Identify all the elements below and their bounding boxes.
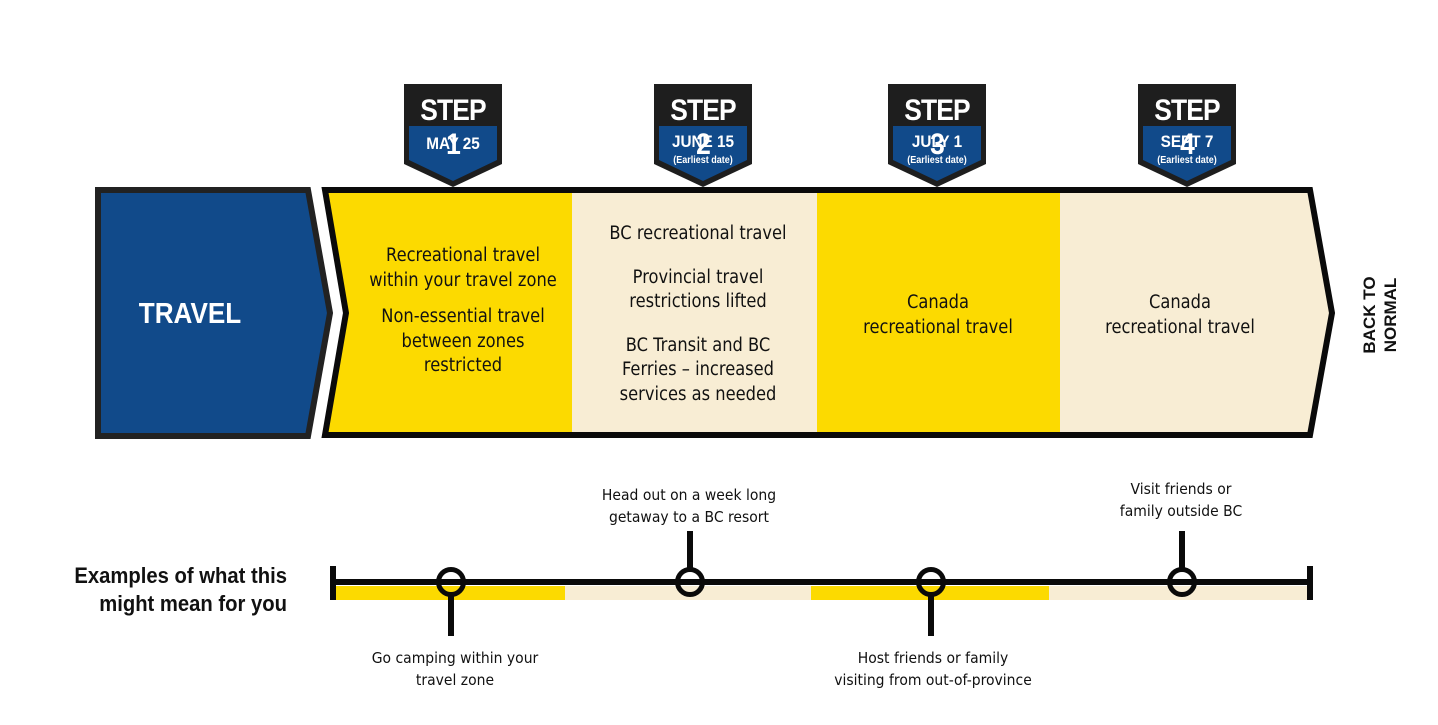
back-to-normal-line-1: BACK TO bbox=[1360, 276, 1379, 354]
step-1-date: MAY 25 bbox=[426, 134, 480, 153]
example-4-line-2: family outside BC bbox=[1119, 502, 1243, 520]
example-2-line-1: Head out on a week long bbox=[601, 486, 777, 504]
category-label: TRAVEL bbox=[138, 298, 242, 330]
step-3-badge-shape bbox=[888, 84, 986, 187]
phase-4-line-1: Canada recreational travel bbox=[1105, 292, 1255, 338]
example-3-line-2: visiting from out-of-province bbox=[834, 671, 1032, 689]
step-4-badge-shape bbox=[1138, 84, 1236, 187]
step-2-date: JUNE 15 bbox=[671, 132, 735, 151]
phase-4-text: Canada recreational travel bbox=[1092, 291, 1268, 350]
phase-4-band bbox=[1060, 190, 1332, 435]
phase-band-outline bbox=[321, 187, 1336, 438]
step-2-badge: STEP 2 JUNE 15 (Earliest date) bbox=[655, 84, 751, 188]
back-to-normal-line-2: NORMAL bbox=[1381, 277, 1400, 353]
phase-3-band bbox=[817, 190, 1060, 435]
examples-title-line-2: might mean for you bbox=[99, 591, 287, 616]
phase-1-text: Recreational travel within your travel z… bbox=[362, 244, 564, 389]
phase-1-line-2: Non-essential travel between zones restr… bbox=[381, 306, 545, 376]
step-1-badge: STEP 1 MAY 25 bbox=[405, 84, 501, 188]
phase-2-line-3: BC Transit and BC Ferries – increased se… bbox=[619, 334, 777, 405]
example-3-marker bbox=[916, 567, 946, 597]
step-4-date: SEPT 7 bbox=[1160, 132, 1214, 151]
example-1-line-1: Go camping within your bbox=[371, 649, 539, 667]
example-2-line-2: getaway to a BC resort bbox=[608, 508, 770, 526]
travel-category-arrow bbox=[95, 187, 334, 439]
step-2-title: STEP 2 bbox=[670, 94, 736, 161]
example-1-marker bbox=[436, 567, 466, 597]
step-4-note: (Earliest date) bbox=[1157, 155, 1217, 166]
step-3-date: JULY 1 bbox=[911, 132, 963, 151]
example-1-line-2: travel zone bbox=[415, 671, 495, 689]
step-3-title: STEP 3 bbox=[904, 94, 970, 161]
phase-2-band bbox=[572, 190, 817, 435]
step-3-note: (Earliest date) bbox=[907, 155, 967, 166]
example-1-text: Go camping within your travel zone bbox=[320, 647, 590, 691]
step-4-badge: STEP 4 SEPT 7 (Earliest date) bbox=[1139, 84, 1235, 188]
example-4-marker bbox=[1167, 567, 1197, 597]
step-1-title: STEP 1 bbox=[420, 94, 486, 161]
step-3-badge: STEP 3 JULY 1 (Earliest date) bbox=[889, 84, 985, 188]
phase-3-text: Canada recreational travel bbox=[850, 291, 1026, 350]
phase-2-text: BC recreational travel Provincial travel… bbox=[594, 222, 802, 417]
examples-title: Examples of what this might mean for you bbox=[41, 562, 287, 618]
phase-2-line-1: BC recreational travel bbox=[609, 223, 787, 244]
phase-1-line-1: Recreational travel within your travel z… bbox=[369, 245, 557, 291]
examples-title-line-1: Examples of what this bbox=[74, 563, 287, 588]
phase-3-line-1: Canada recreational travel bbox=[863, 292, 1013, 338]
example-4-text: Visit friends or family outside BC bbox=[1046, 478, 1316, 522]
step-2-note: (Earliest date) bbox=[673, 155, 733, 166]
example-2-text: Head out on a week long getaway to a BC … bbox=[554, 484, 824, 528]
phase-2-line-2: Provincial travel restrictions lifted bbox=[629, 266, 767, 313]
step-4-title: STEP 4 bbox=[1154, 94, 1220, 161]
phase-1-band bbox=[325, 190, 572, 435]
back-to-normal-label: BACK TO NORMAL bbox=[1340, 270, 1420, 360]
step-2-badge-shape bbox=[654, 84, 752, 187]
example-2-marker bbox=[675, 567, 705, 597]
step-1-badge-shape bbox=[404, 84, 502, 187]
example-3-line-1: Host friends or family bbox=[857, 649, 1009, 667]
example-4-line-1: Visit friends or bbox=[1130, 480, 1232, 498]
example-3-text: Host friends or family visiting from out… bbox=[798, 647, 1068, 691]
